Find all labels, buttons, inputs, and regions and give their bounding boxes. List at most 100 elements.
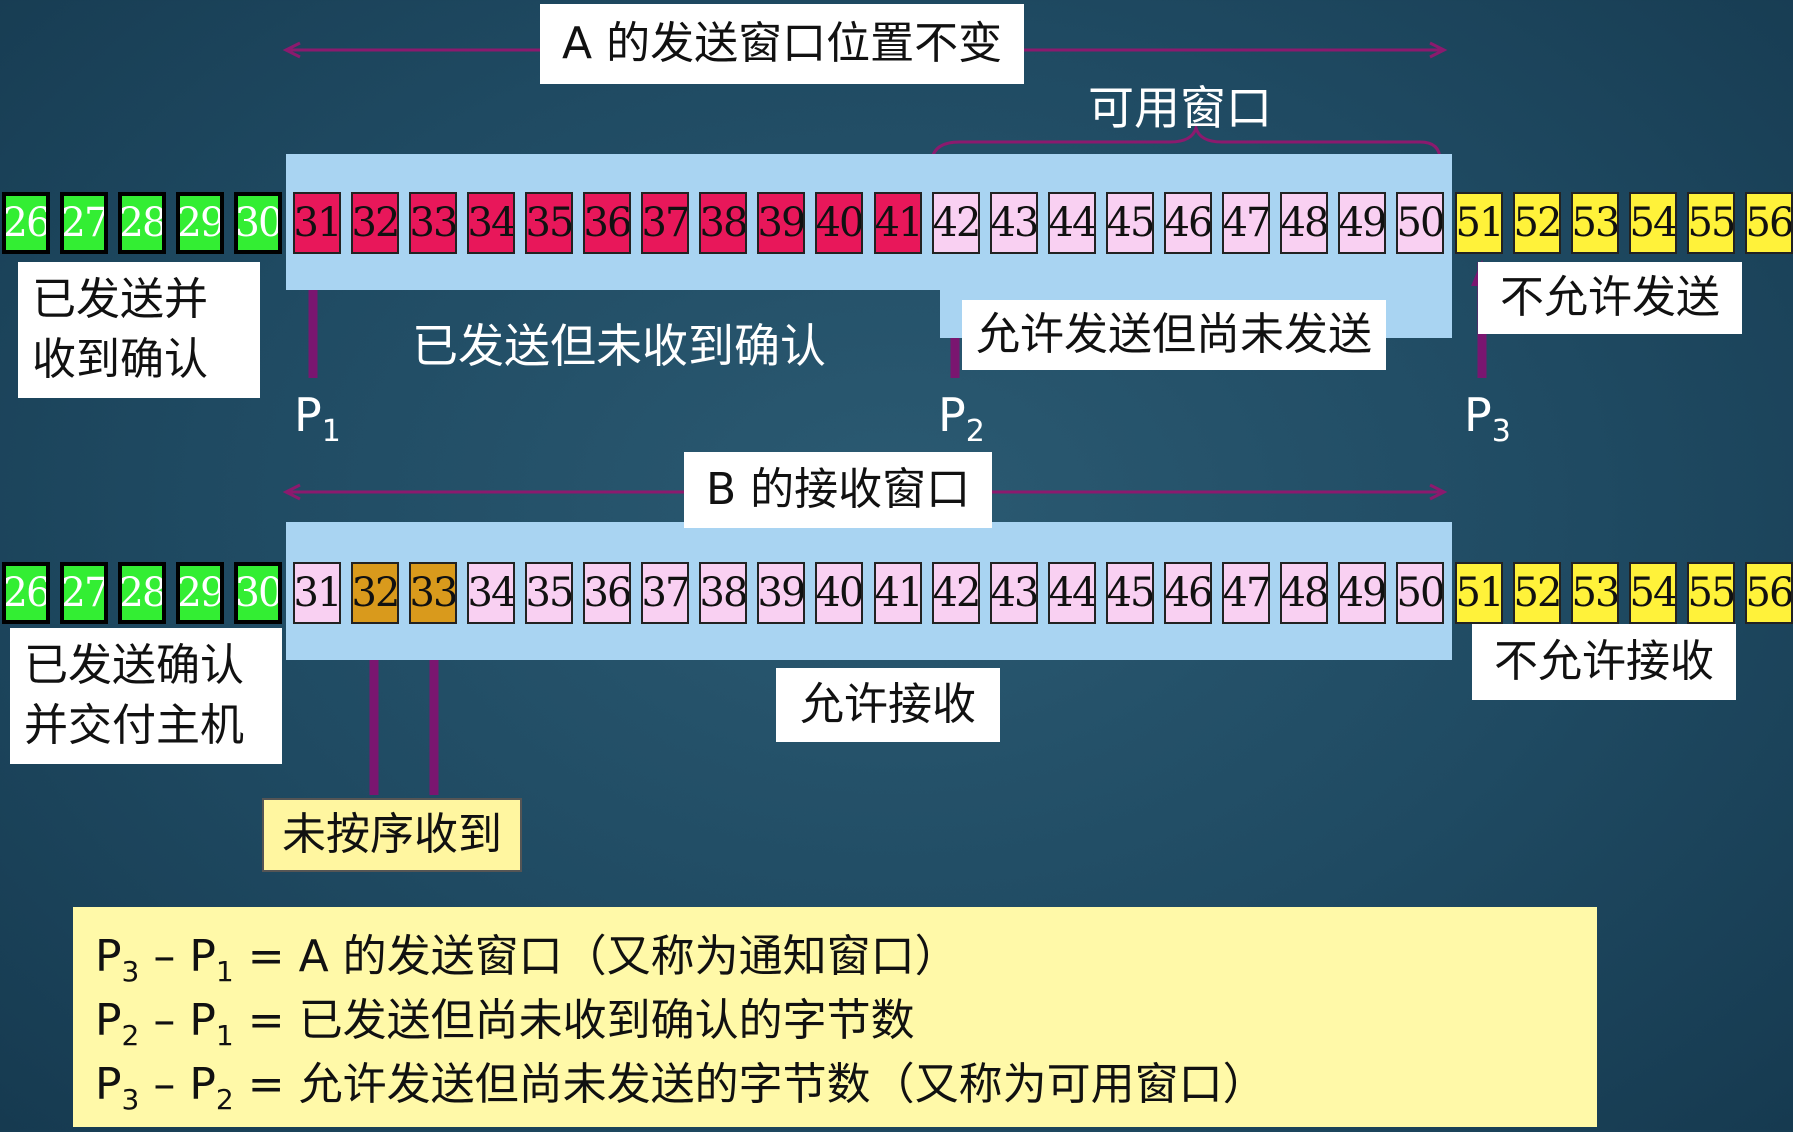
- formula-2-b-sub: 1: [215, 1019, 234, 1052]
- send-cell-56: 56: [1745, 192, 1793, 254]
- receive-cell-52: 52: [1513, 562, 1561, 624]
- send-cell-31: 31: [293, 192, 341, 254]
- send-cell-53: 53: [1571, 192, 1619, 254]
- p3-base: P: [1464, 388, 1492, 442]
- receive-cell-47: 47: [1222, 562, 1270, 624]
- range2-right-end: [1429, 483, 1448, 501]
- receive-cell-50: 50: [1396, 562, 1444, 624]
- formula-1-a-sub: 3: [121, 955, 140, 988]
- receive-cell-27: 27: [60, 562, 108, 624]
- receive-cell-32: 32: [351, 562, 399, 624]
- delivered-line-1: 已发送确认: [24, 640, 244, 691]
- formula-1-b: P: [189, 931, 216, 982]
- formula-3-a-sub: 3: [121, 1083, 140, 1116]
- receive-cell-45: 45: [1106, 562, 1154, 624]
- formula-note: P3 – P1 = A 的发送窗口（又称为通知窗口） P2 – P1 = 已发送…: [73, 907, 1597, 1127]
- send-cell-52: 52: [1513, 192, 1561, 254]
- receive-cell-34: 34: [467, 562, 515, 624]
- formula-line-2: P2 – P1 = 已发送但尚未收到确认的字节数: [95, 995, 915, 1052]
- formula-1-text: = A 的发送窗口（又称为通知窗口）: [247, 931, 959, 982]
- p2-sub: 2: [965, 414, 985, 449]
- receive-cell-37: 37: [641, 562, 689, 624]
- p3-sub: 3: [1491, 414, 1511, 449]
- send-cell-42: 42: [932, 192, 980, 254]
- receive-cell-43: 43: [990, 562, 1038, 624]
- receive-cell-42: 42: [932, 562, 980, 624]
- send-cell-44: 44: [1048, 192, 1096, 254]
- receive-cell-39: 39: [757, 562, 805, 624]
- range2-left-end: [282, 483, 301, 501]
- send-cell-43: 43: [990, 192, 1038, 254]
- p2-base: P: [938, 388, 966, 442]
- send-cell-28: 28: [118, 192, 166, 254]
- send-cell-54: 54: [1629, 192, 1677, 254]
- p1-base: P: [294, 388, 322, 442]
- receive-cell-46: 46: [1164, 562, 1212, 624]
- send-cell-30: 30: [234, 192, 282, 254]
- receive-cell-56: 56: [1745, 562, 1793, 624]
- send-cell-29: 29: [176, 192, 224, 254]
- sent-unacked-label: 已发送但未收到确认: [412, 319, 826, 373]
- send-cell-40: 40: [815, 192, 863, 254]
- formula-3-a: P: [95, 1059, 122, 1110]
- delivered-line-2: 并交付主机: [24, 700, 244, 751]
- send-cell-39: 39: [757, 192, 805, 254]
- allowed-receive-label: 允许接收: [776, 668, 1000, 742]
- send-cell-33: 33: [409, 192, 457, 254]
- sent-acked-label: 已发送并 收到确认: [18, 262, 260, 398]
- formula-2-b: P: [189, 995, 216, 1046]
- receive-cell-49: 49: [1338, 562, 1386, 624]
- send-cell-36: 36: [583, 192, 631, 254]
- send-cell-38: 38: [699, 192, 747, 254]
- formula-line-1: P3 – P1 = A 的发送窗口（又称为通知窗口）: [95, 931, 959, 988]
- formula-1-a: P: [95, 931, 122, 982]
- send-cell-46: 46: [1164, 192, 1212, 254]
- formula-3-b-sub: 2: [215, 1083, 234, 1116]
- receive-window-title: B 的接收窗口: [684, 452, 993, 528]
- receive-cell-35: 35: [525, 562, 573, 624]
- out-of-order-label: 未按序收到: [262, 798, 522, 872]
- receive-cell-31: 31: [293, 562, 341, 624]
- receive-cell-26: 26: [2, 562, 50, 624]
- receive-cell-44: 44: [1048, 562, 1096, 624]
- send-cell-50: 50: [1396, 192, 1444, 254]
- usable-window-brace: [930, 122, 1442, 161]
- formula-2-a: P: [95, 995, 122, 1046]
- formula-3-text: = 允许发送但尚未发送的字节数（又称为可用窗口）: [247, 1059, 1267, 1110]
- receive-cell-55: 55: [1687, 562, 1735, 624]
- receive-cell-38: 38: [699, 562, 747, 624]
- allowed-not-sent-label: 允许发送但尚未发送: [962, 300, 1386, 370]
- receive-cell-51: 51: [1455, 562, 1503, 624]
- receive-cell-36: 36: [583, 562, 631, 624]
- sent-acked-line-2: 收到确认: [32, 334, 208, 385]
- formula-1-b-sub: 1: [215, 955, 234, 988]
- send-cell-47: 47: [1222, 192, 1270, 254]
- delivered-label: 已发送确认 并交付主机: [10, 628, 282, 764]
- range-right-end: [1429, 41, 1448, 59]
- not-allowed-send-label: 不允许发送: [1478, 262, 1742, 334]
- formula-2-a-sub: 2: [121, 1019, 140, 1052]
- send-cell-48: 48: [1280, 192, 1328, 254]
- receive-cell-54: 54: [1629, 562, 1677, 624]
- send-cell-27: 27: [60, 192, 108, 254]
- send-cell-55: 55: [1687, 192, 1735, 254]
- p2-marker: P2: [938, 388, 985, 449]
- send-cell-35: 35: [525, 192, 573, 254]
- send-cell-41: 41: [874, 192, 922, 254]
- formula-2-text: = 已发送但尚未收到确认的字节数: [247, 995, 915, 1046]
- receive-cell-28: 28: [118, 562, 166, 624]
- formula-3-b: P: [189, 1059, 216, 1110]
- receive-cell-33: 33: [409, 562, 457, 624]
- receive-cell-41: 41: [874, 562, 922, 624]
- receive-cell-53: 53: [1571, 562, 1619, 624]
- formula-line-3: P3 – P2 = 允许发送但尚未发送的字节数（又称为可用窗口）: [95, 1059, 1267, 1116]
- range-left-end: [282, 41, 301, 59]
- send-cell-32: 32: [351, 192, 399, 254]
- usable-window-label: 可用窗口: [1088, 81, 1272, 135]
- send-cell-49: 49: [1338, 192, 1386, 254]
- send-window-title: A 的发送窗口位置不变: [540, 4, 1025, 84]
- receive-cell-48: 48: [1280, 562, 1328, 624]
- send-cell-51: 51: [1455, 192, 1503, 254]
